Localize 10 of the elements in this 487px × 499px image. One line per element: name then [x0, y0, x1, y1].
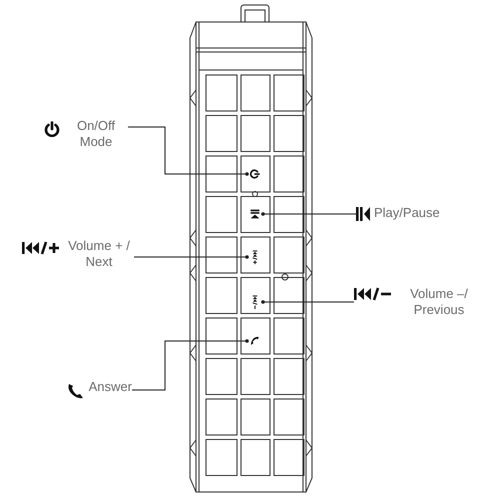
leader-line [134, 255, 249, 259]
button-label: Answer [88, 379, 132, 395]
leader-line [261, 300, 354, 304]
button-label: Volume –/ Previous [409, 286, 469, 318]
leader-line [132, 339, 249, 390]
button-label: On/Off Mode [76, 118, 116, 150]
button-label: Play/Pause [374, 205, 440, 221]
leader-line [128, 126, 249, 176]
button-label: Volume + / Next [67, 238, 131, 270]
leader-line [261, 212, 356, 216]
